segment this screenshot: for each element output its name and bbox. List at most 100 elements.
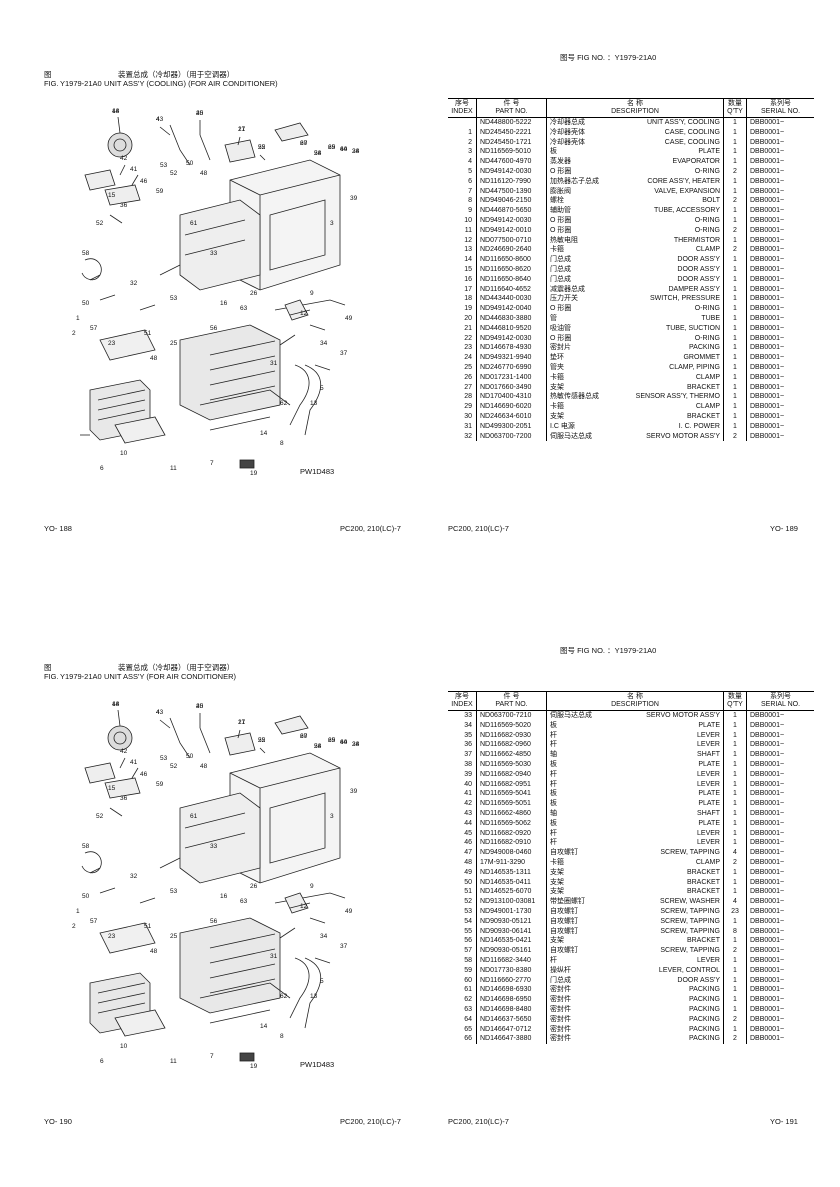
row-qty: 1 <box>723 362 747 373</box>
callout-number: 8 <box>280 440 284 447</box>
row-part-no: ND146535-1311 <box>476 867 547 878</box>
row-serial: DBB0001~ <box>750 128 785 136</box>
description-cn: O 形圈 <box>550 334 572 342</box>
callout-number: 48 <box>200 763 208 770</box>
row-qty: 1 <box>723 304 747 314</box>
row-part-no: ND116569-5041 <box>476 789 547 800</box>
row-serial: DBB0001~ <box>750 393 785 401</box>
row-serial: DBB0001~ <box>750 226 785 234</box>
row-index: 26 <box>448 372 477 383</box>
row-index: 2 <box>448 137 477 148</box>
callout-number: 20 <box>196 703 204 710</box>
callout-number: 25 <box>170 340 178 347</box>
callout-number: 28 <box>314 150 322 157</box>
description-cn: 杆 <box>550 956 557 964</box>
row-part-no: ND116682-0920 <box>476 828 547 839</box>
row-serial: DBB0001~ <box>750 256 785 264</box>
description-cn: 支架 <box>550 878 564 886</box>
fig-number: 图号 FIG NO. ：Y1979-21A0 <box>560 53 657 62</box>
caption-title-cn: 装置总成（冷却器）（用于空调器） <box>118 70 235 79</box>
description-cn: 自攻螺钉 <box>550 917 578 925</box>
row-part-no: ND447600-4970 <box>476 157 547 167</box>
row-index: 1 <box>448 127 477 138</box>
row-index: 62 <box>448 995 477 1005</box>
description-cn: 卡箍 <box>550 246 564 254</box>
callout-number: 55 <box>258 737 266 744</box>
callout-number: 44 <box>112 108 120 115</box>
row-serial: DBB0001~ <box>750 354 785 362</box>
row-part-no: ND949321-9940 <box>476 353 547 363</box>
description-en: LEVER <box>697 956 720 964</box>
callout-number: 53 <box>170 888 178 895</box>
description-cn: 轴 <box>550 809 557 817</box>
description-en: PACKING <box>689 986 720 994</box>
caption-cn-label: 图 <box>44 663 52 672</box>
row-index: 38 <box>448 759 477 770</box>
callout-number: 19 <box>250 470 258 477</box>
row-serial: DBB0001~ <box>750 751 785 759</box>
description-cn: 板 <box>550 819 557 827</box>
row-part-no: ND017231-1400 <box>476 372 547 383</box>
description-cn: 密封件 <box>550 996 571 1004</box>
callout-number: 17 <box>238 719 246 726</box>
row-index: 64 <box>448 1014 477 1025</box>
row-index: 12 <box>448 235 477 246</box>
row-part-no: ND063700-7200 <box>476 431 547 442</box>
description-en: SCREW, TAPPING <box>660 927 720 935</box>
row-qty: 1 <box>723 117 747 128</box>
description-cn: 带垫圈螺钉 <box>550 898 585 906</box>
description-en: VALVE, EXPANSION <box>654 187 720 195</box>
row-qty: 2 <box>723 1014 747 1025</box>
description-cn: O 形圈 <box>550 226 572 234</box>
row-index: 51 <box>448 887 477 898</box>
description-en: BRACKET <box>686 383 720 391</box>
row-part-no: ND146647-0712 <box>476 1024 547 1035</box>
callout-number: 2 <box>72 923 76 930</box>
description-en: CLAMP <box>695 373 720 381</box>
description-en: LEVER <box>697 780 720 788</box>
row-index: 34 <box>448 720 477 731</box>
callout-number: 27 <box>300 140 308 147</box>
row-qty: 1 <box>723 274 747 285</box>
row-qty: 2 <box>723 245 747 256</box>
row-serial: DBB0001~ <box>750 138 785 146</box>
row-part-no: ND116682-0910 <box>476 838 547 849</box>
row-index: 8 <box>448 196 477 207</box>
callout-number: 5 <box>320 978 324 985</box>
row-qty: 1 <box>723 353 747 363</box>
description-en: TUBE <box>701 314 720 322</box>
row-qty: 1 <box>723 779 747 790</box>
description-cn: 门总成 <box>550 275 571 283</box>
description-cn: 吸油管 <box>550 324 571 332</box>
caption-fig-label: FIG. <box>44 79 59 88</box>
description-en: SCREW, TAPPING <box>660 917 720 925</box>
row-index: 47 <box>448 848 477 858</box>
callout-number: 34 <box>320 933 328 940</box>
description-en: DOOR ASS'Y <box>677 976 720 984</box>
callout-number: 29 <box>328 144 336 151</box>
row-serial: DBB0001~ <box>750 849 785 857</box>
row-index: 39 <box>448 769 477 780</box>
callout-number: 42 <box>120 748 128 755</box>
row-serial: DBB0001~ <box>750 780 785 788</box>
